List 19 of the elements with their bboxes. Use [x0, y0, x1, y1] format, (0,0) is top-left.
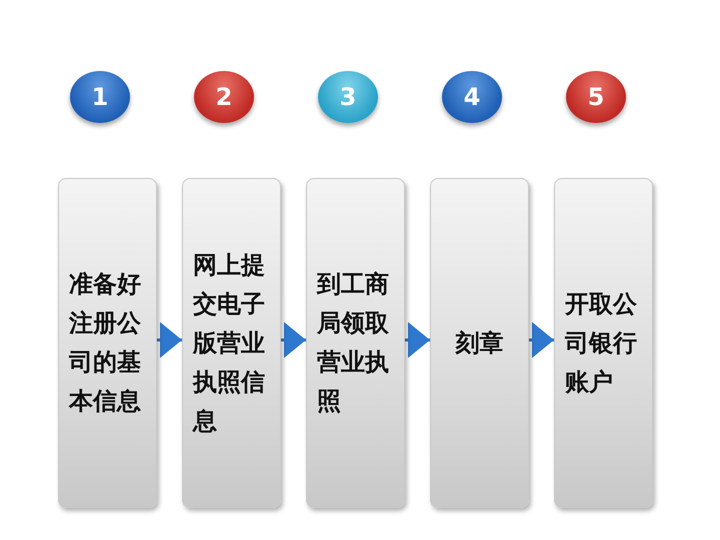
arrow	[157, 322, 182, 358]
step-text: 开取公司银行账户	[565, 288, 638, 398]
step-number-circle: 4	[442, 71, 502, 123]
arrow	[529, 322, 554, 358]
step-card	[430, 178, 529, 508]
step-card	[182, 178, 281, 508]
step-card	[58, 178, 157, 508]
step-text: 刻章	[454, 328, 504, 358]
step-number-circle: 1	[70, 71, 130, 123]
arrow	[405, 322, 430, 358]
step-card	[554, 178, 653, 508]
step-number-circle: 2	[194, 71, 254, 123]
step-text: 网上提交电子版营业执照信息	[193, 250, 266, 436]
step-number-circle: 5	[566, 71, 626, 123]
step-number-circle: 3	[318, 71, 378, 123]
arrow	[281, 322, 306, 358]
step-card	[306, 178, 405, 508]
step-text: 准备好注册公司的基本信息	[69, 269, 142, 417]
step-text: 到工商局领取营业执照	[317, 269, 390, 417]
